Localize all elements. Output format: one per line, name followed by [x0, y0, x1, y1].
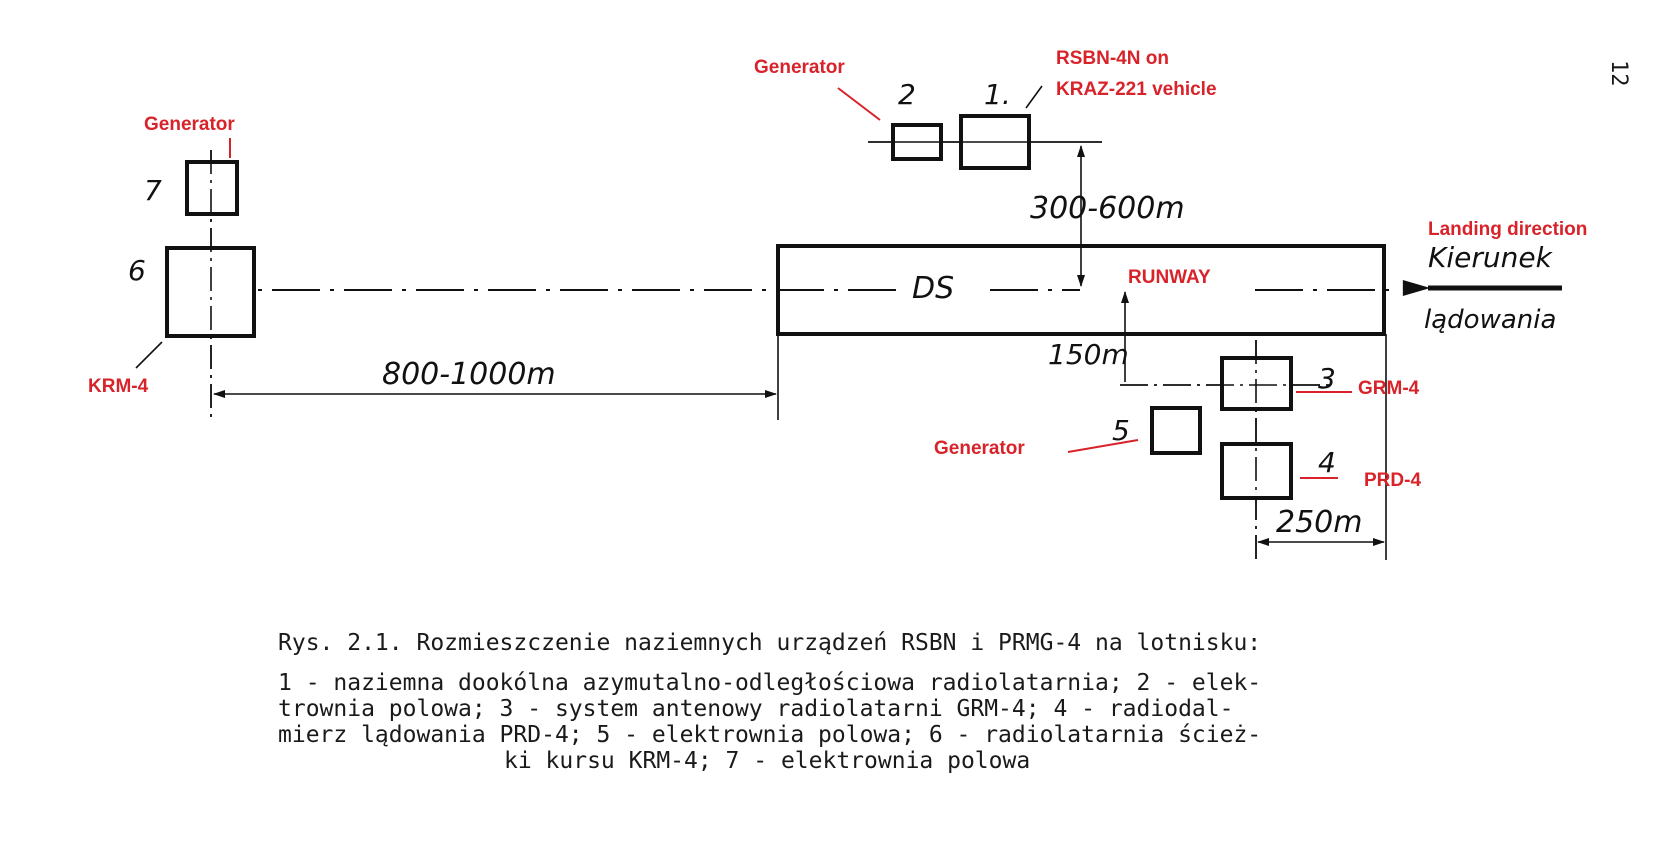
- dim-300-600-label: 300-600m: [1030, 191, 1185, 226]
- runway-ds-label: DS: [912, 271, 954, 306]
- annotation-rsbn-line2: KRAZ-221 vehicle: [1056, 79, 1217, 100]
- annotation-grm4: GRM-4: [1358, 378, 1420, 399]
- item-2-number: 2: [898, 78, 916, 111]
- item-5-number: 5: [1112, 414, 1130, 447]
- ladowania-label: lądowania: [1424, 305, 1556, 335]
- annotation-krm4-leader: [135, 341, 163, 369]
- page-number: 12: [1606, 60, 1631, 87]
- annotation-generator-left: Generator: [144, 114, 235, 135]
- item-3-number: 3: [1318, 362, 1336, 395]
- caption-title: Rys. 2.1. Rozmieszczenie naziemnych urzą…: [278, 630, 1261, 656]
- kierunek-label: Kierunek: [1428, 241, 1554, 274]
- annotation-rsbn-leader: [1025, 85, 1043, 109]
- item-7-number: 7: [144, 174, 162, 207]
- item-6-number: 6: [128, 254, 146, 287]
- caption-line-4: ki kursu KRM-4; 7 - elektrownia polowa: [504, 748, 1030, 774]
- dim-150-label: 150m: [1048, 338, 1129, 371]
- annotation-krm4: KRM-4: [88, 376, 149, 397]
- annotation-prd4: PRD-4: [1364, 470, 1421, 491]
- annotation-landing-direction: Landing direction: [1428, 219, 1587, 240]
- caption-line-3: mierz lądowania PRD-4; 5 - elektrownia p…: [278, 722, 1261, 748]
- annotation-rsbn-line1: RSBN-4N on: [1056, 48, 1169, 69]
- annotation-runway: RUNWAY: [1128, 267, 1211, 288]
- item-4-number: 4: [1318, 446, 1336, 479]
- annotation-generator-bottom-leader: [1067, 439, 1139, 453]
- caption-line-2: trownia polowa; 3 - system antenowy radi…: [278, 696, 1233, 722]
- item-5-generator-box: [1150, 406, 1202, 455]
- dim-250-label: 250m: [1276, 505, 1362, 540]
- annotation-generator-top: Generator: [754, 57, 845, 78]
- item-1-number: 1.: [984, 78, 1011, 111]
- item-7-generator-box: [185, 160, 239, 216]
- annotation-generator-bottom: Generator: [934, 438, 1025, 459]
- dim-800-1000-label: 800-1000m: [382, 357, 556, 392]
- annotation-generator-top-leader: [837, 87, 881, 121]
- caption-line-1: 1 - naziemna dookólna azymutalno-odległo…: [278, 670, 1261, 696]
